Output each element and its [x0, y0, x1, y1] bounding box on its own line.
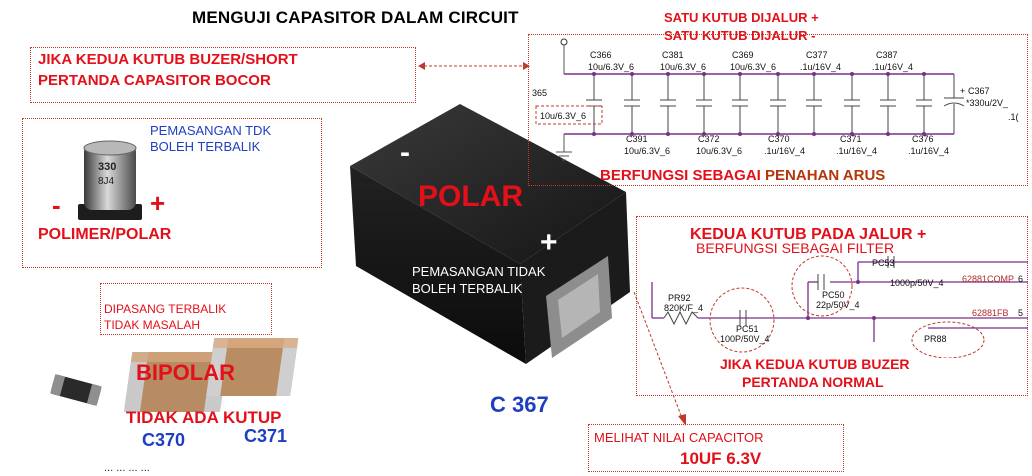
- net-fb: 62881FB: [972, 308, 1009, 318]
- filter-header-1: KEDUA KUTUB PADA JALUR +: [690, 226, 927, 243]
- bipolar-box: [100, 283, 272, 335]
- top-schematic-box: [528, 34, 1028, 186]
- caption-part-a: BERFUNGSI SEBAGAI: [600, 167, 766, 184]
- filter-header-2: BERFUNGSI SEBAGAI FILTER: [696, 240, 895, 256]
- top-cap-1-ref: C366: [590, 50, 612, 60]
- cap-marking-2: 8J4: [98, 176, 115, 187]
- value-arrow: [633, 291, 686, 426]
- bottom-cap-3-val: .1u/16V_4: [764, 146, 806, 156]
- bottom-cap-3-ref: C370: [768, 134, 790, 144]
- right-cap-ref: C367: [968, 86, 990, 96]
- caption-part-b: PENAHAN ARUS: [765, 167, 886, 184]
- right-cap-val2: .1(: [1008, 112, 1019, 122]
- left-cap-val: 10u/6.3V_6: [540, 111, 587, 121]
- bottom-cap-5-ref: C376: [912, 134, 934, 144]
- pr88-ref: PR88: [924, 334, 947, 344]
- bottom-cap-4-val: .1u/16V_4: [836, 146, 878, 156]
- value-box-line1: MELIHAT NILAI CAPACITOR: [594, 430, 764, 445]
- center-note-line2: BOLEH TERBALIK: [412, 281, 523, 296]
- pr92-val: 820K/F_4: [664, 303, 704, 313]
- bipolar-label: BIPOLAR: [136, 360, 235, 385]
- value-box-line2: 10UF 6.3V: [680, 449, 762, 468]
- bottom-cap-2-ref: C372: [698, 134, 720, 144]
- polymer-note-line2: BOLEH TERBALIK: [150, 139, 261, 154]
- pc53-ref: PC53: [872, 258, 895, 268]
- right-cap-val: *330u/2V_: [966, 98, 1009, 108]
- short-warning-box: [30, 47, 416, 103]
- pc51-ref: PC51: [736, 324, 759, 334]
- value-box: [588, 424, 844, 472]
- top-cap-4-val: .1u/16V_4: [800, 62, 842, 72]
- polymer-plus: +: [150, 188, 166, 218]
- pr92-ref: PR92: [668, 293, 691, 303]
- c370-label: C370: [142, 430, 186, 450]
- polymer-minus: -: [52, 190, 61, 220]
- short-warning-line1: JIKA KEDUA KUTUB BUZER/SHORT: [38, 51, 298, 68]
- top-cap-4-ref: C377: [806, 50, 828, 60]
- pc50-ref: PC50: [822, 290, 845, 300]
- electrolytic-capacitor-image: 330 8J4: [78, 140, 142, 220]
- center-part-label: C 367: [490, 392, 549, 417]
- page-title: MENGUJI CAPASITOR DALAM CIRCUIT: [192, 8, 519, 27]
- bottom-cap-4-ref: C371: [840, 134, 862, 144]
- polymer-note-line1: PEMASANGAN TDK: [150, 123, 272, 138]
- top-cap-2-ref: C381: [662, 50, 684, 60]
- top-cap-2-val: 10u/6.3V_6: [660, 62, 707, 72]
- bipolar-note-line2: TIDAK MASALAH: [104, 318, 201, 332]
- short-arrow: [418, 62, 530, 70]
- center-polar-label: POLAR: [418, 180, 523, 213]
- top-cap-3-ref: C369: [732, 50, 754, 60]
- normal-line2: PERTANDA NORMAL: [742, 374, 884, 390]
- center-plus: +: [540, 226, 558, 259]
- bottom-cap-5-val: .1u/16V_4: [908, 146, 950, 156]
- center-note-line1: PEMASANGAN TIDAK: [412, 264, 546, 279]
- footer-fragment: ... ... ... ...: [104, 462, 150, 474]
- left-cap-ref: 365: [532, 88, 548, 98]
- top-schematic-caption: BERFUNGSI SEBAGAI PENAHAN ARUS: [600, 167, 885, 184]
- net-comp: 62881COMP: [962, 274, 1015, 284]
- top-right-line1: SATU KUTUB DIJALUR +: [664, 10, 819, 25]
- bottom-cap-2-val: 10u/6.3V_6: [696, 146, 743, 156]
- right-cap-plus: +: [960, 86, 966, 96]
- polymer-label: POLIMER/POLAR: [38, 226, 172, 243]
- pc53-val: 1000p/50V_4: [890, 278, 944, 288]
- ceramic-capacitors-image: [50, 338, 299, 412]
- center-minus: -: [400, 136, 410, 169]
- top-cap-1-val: 10u/6.3V_6: [588, 62, 635, 72]
- bottom-cap-1-ref: C391: [626, 134, 648, 144]
- top-right-line2: SATU KUTUB DIJALUR -: [664, 28, 816, 43]
- bipolar-note-line1: DIPASANG TERBALIK: [104, 302, 227, 316]
- cap-marking: 330: [98, 161, 116, 173]
- bottom-schematic: [651, 255, 1028, 358]
- normal-line1: JIKA KEDUA KUTUB BUZER: [720, 356, 910, 372]
- c371-label: C371: [244, 426, 288, 446]
- top-cap-5-val: .1u/16V_4: [872, 62, 914, 72]
- pc51-val: 100P/50V_4: [720, 334, 770, 344]
- bottom-cap-1-val: 10u/6.3V_6: [624, 146, 671, 156]
- no-pole-label: TIDAK ADA KUTUP: [126, 408, 282, 427]
- short-warning-line2: PERTANDA CAPASITOR BOCOR: [38, 72, 271, 89]
- bottom-schematic-box: [636, 216, 1028, 396]
- pc50-val: 22p/50V_4: [816, 300, 860, 310]
- top-cap-5-ref: C387: [876, 50, 898, 60]
- tantalum-capacitor-image: [350, 104, 630, 364]
- top-schematic: [535, 38, 965, 161]
- pin-6: 6: [1018, 274, 1024, 284]
- top-cap-3-val: 10u/6.3V_6: [730, 62, 777, 72]
- pin-5: 5: [1018, 308, 1024, 318]
- polymer-box: [22, 118, 322, 268]
